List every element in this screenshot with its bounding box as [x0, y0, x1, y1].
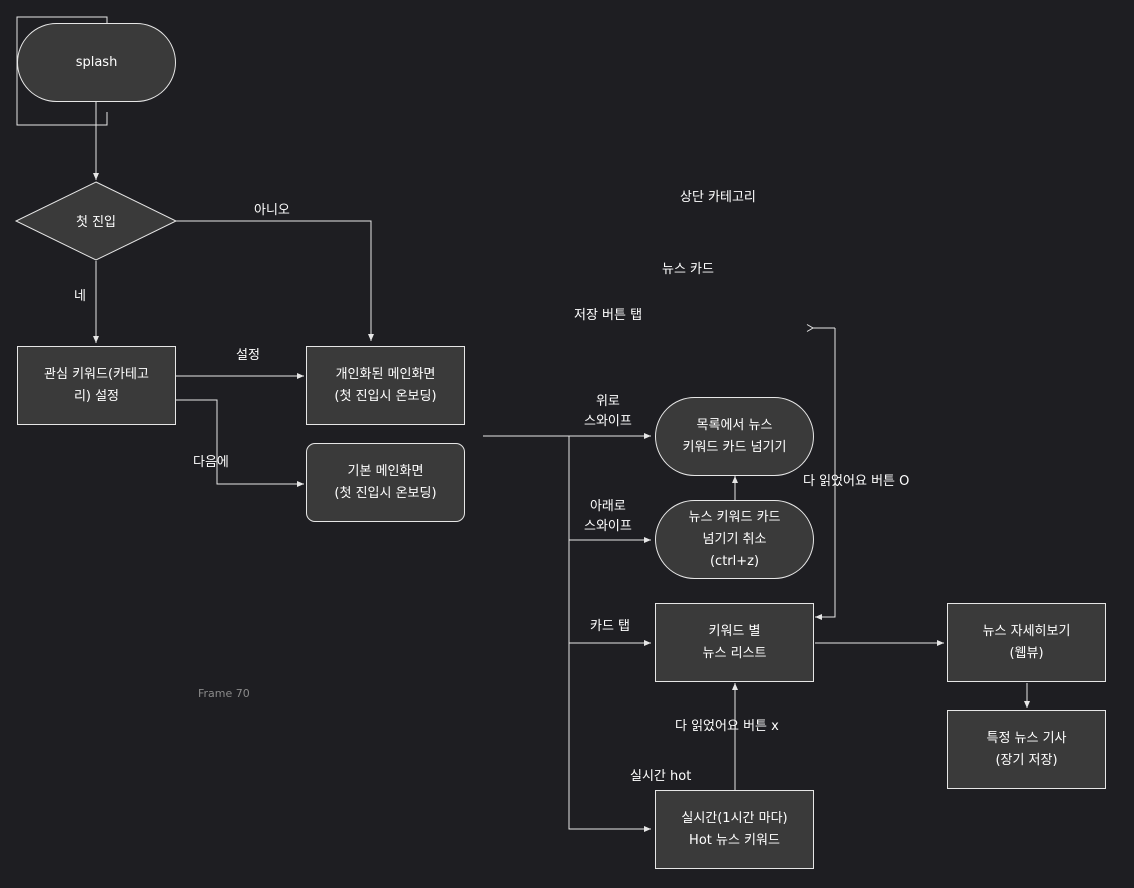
news-detail-node: 뉴스 자세히보기 (웹뷰): [947, 603, 1106, 682]
setup-label: 설정: [236, 348, 260, 363]
splash-node: splash: [17, 23, 176, 102]
saved-article-node: 특정 뉴스 기사 (장기 저장): [947, 710, 1106, 789]
read-all-o-label: 다 읽었어요 버튼 O: [803, 474, 910, 489]
first-entry-label: 첫 진입: [76, 215, 116, 230]
realtime-hot-label: 실시간 hot: [630, 769, 692, 784]
personal-main-node: 개인화된 메인화면 (첫 진입시 온보딩): [306, 346, 465, 425]
save-button-tap-label: 저장 버튼 탭: [574, 308, 643, 323]
next-time-label: 다음에: [193, 455, 229, 470]
keyword-setup-node: 관심 키워드(카테고 리) 설정: [17, 346, 176, 425]
undo-skip-node: 뉴스 키워드 카드 넘기기 취소 (ctrl+z): [655, 500, 814, 579]
basic-main-node: 기본 메인화면 (첫 진입시 온보딩): [306, 443, 465, 522]
news-card-label: 뉴스 카드: [662, 262, 714, 277]
main-flow-trunk: [483, 435, 651, 832]
no-connector: [176, 220, 374, 341]
skip-card-node: 목록에서 뉴스 키워드 카드 넘기기: [655, 397, 814, 476]
keyword-list-node: 키워드 별 뉴스 리스트: [655, 603, 814, 682]
yes-label: 네: [74, 289, 86, 304]
top-category-label: 상단 카테고리: [680, 190, 756, 205]
no-label: 아니오: [254, 203, 290, 218]
realtime-hot-node: 실시간(1시간 마다) Hot 뉴스 키워드: [655, 790, 814, 869]
swipe-up-label: 위로 스와이프: [584, 394, 632, 429]
frame-label: Frame 70: [198, 687, 250, 700]
card-tap-label: 카드 탭: [590, 619, 631, 634]
read-all-o-connector: [815, 328, 836, 620]
read-all-x-label: 다 읽었어요 버튼 x: [675, 719, 779, 734]
first-entry-diamond: [14, 181, 178, 261]
swipe-down-label: 아래로 스와이프: [584, 499, 632, 534]
next-time-connector: [176, 399, 304, 487]
